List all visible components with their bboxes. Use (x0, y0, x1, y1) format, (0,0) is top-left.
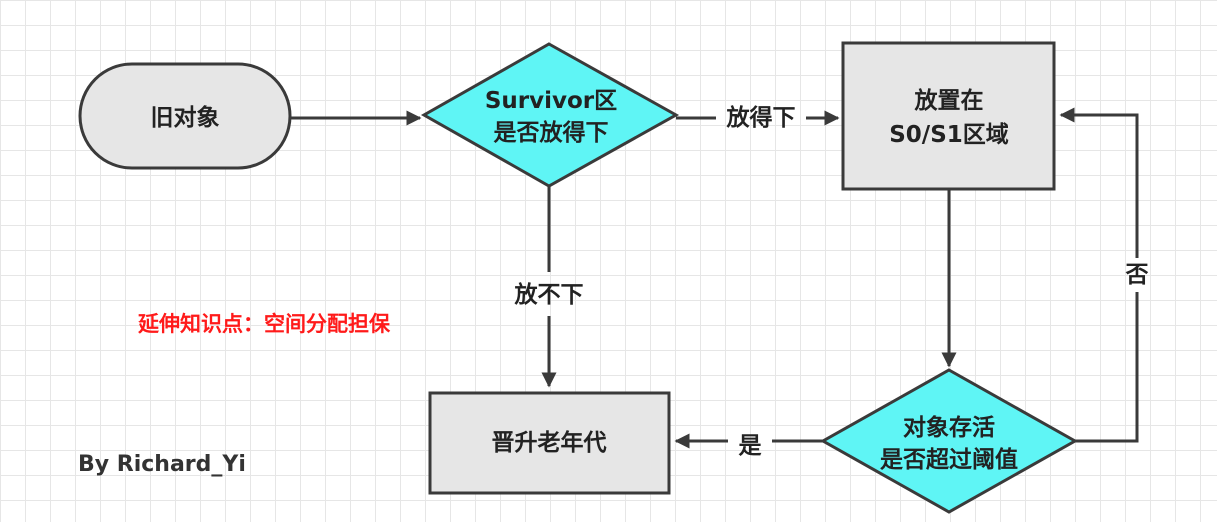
place-s0s1-line1: 放置在 (914, 87, 984, 114)
node-promote-old: 晋升老年代 (428, 391, 671, 495)
survivor-check-line2: 是否放得下 (494, 119, 609, 146)
age-check-line1: 对象存活 (903, 414, 995, 441)
node-place-s0s1: 放置在 S0/S1区域 (841, 41, 1056, 191)
survivor-check-diamond (420, 42, 680, 188)
promote-old-shape (428, 391, 671, 495)
edge-label-fits: 放得下 (726, 104, 796, 131)
edge-age-to-place-no (1075, 292, 1139, 443)
old-object-shape (78, 62, 292, 170)
old-object-label: 旧对象 (151, 104, 220, 131)
place-s0s1-shape (841, 41, 1056, 191)
survivor-check-line1: Survivor区 (485, 88, 617, 114)
author-credit: By Richard_Yi (78, 452, 246, 477)
node-age-check: 对象存活 是否超过阈值 (819, 368, 1079, 514)
node-old-object: 旧对象 (78, 62, 292, 170)
promote-old-label: 晋升老年代 (492, 429, 607, 456)
edge-label-not-fit: 放不下 (514, 281, 584, 308)
edge-label-no: 否 (1125, 262, 1149, 288)
edge-label-yes: 是 (739, 433, 762, 459)
age-check-line2: 是否超过阈值 (880, 446, 1018, 473)
place-s0s1-line2: S0/S1区域 (889, 121, 1009, 148)
edge-age-to-place-no-arrow (1059, 107, 1139, 258)
extension-note: 延伸知识点：空间分配担保 (138, 312, 390, 336)
age-check-diamond (819, 368, 1079, 514)
node-survivor-check: Survivor区 是否放得下 (420, 42, 680, 188)
